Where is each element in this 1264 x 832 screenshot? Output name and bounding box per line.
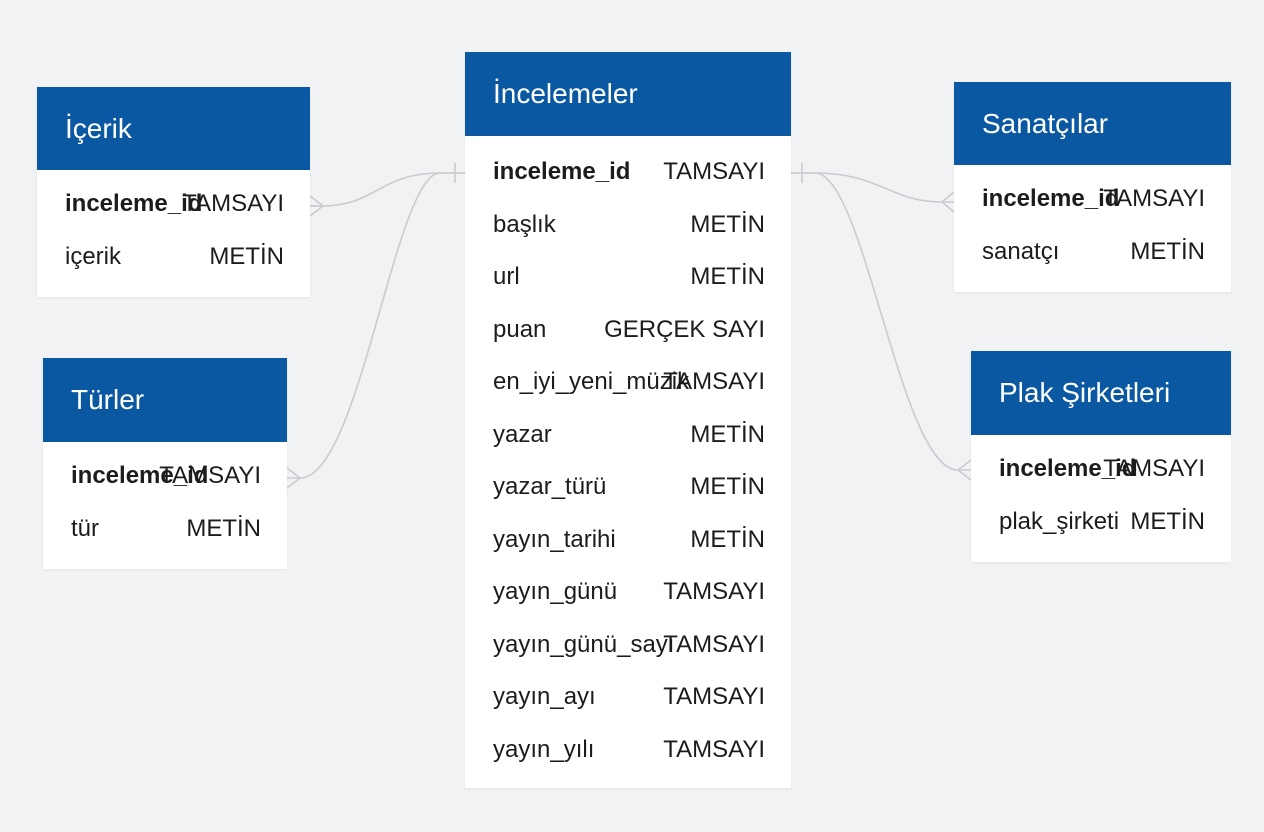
field-row: yazar METİN — [465, 409, 791, 462]
field-row: puan GERÇEK SAYI — [465, 304, 791, 357]
field-name: yayın_ayı — [493, 683, 596, 711]
field-type: GERÇEK SAYI — [604, 315, 765, 343]
entity-title: Plak Şirketleri — [971, 351, 1231, 435]
field-type: TAMSAYI — [663, 158, 765, 186]
field-name: en_iyi_yeni_müzik — [493, 368, 690, 396]
entity-title: Sanatçılar — [954, 82, 1231, 165]
field-type: METİN — [1130, 507, 1205, 535]
entity-title: Türler — [43, 358, 287, 442]
field-type: TAMSAYI — [663, 683, 765, 711]
field-type: METİN — [690, 210, 765, 238]
field-type: METİN — [690, 263, 765, 291]
field-type: METİN — [209, 242, 284, 270]
field-type: TAMSAYI — [1103, 185, 1205, 213]
field-name: puan — [493, 315, 547, 343]
field-type: TAMSAYI — [1103, 455, 1205, 483]
field-name: yazar_türü — [493, 473, 607, 501]
field-row: yayın_ayı TAMSAYI — [465, 671, 791, 724]
field-name: yayın_yılı — [493, 735, 595, 763]
entity-icerik[interactable]: İçerik inceleme_id TAMSAYI içerik METİN — [37, 87, 310, 297]
crowsfoot-sanatcilar — [941, 191, 955, 203]
field-name: tür — [71, 514, 100, 542]
entity-sanatcilar[interactable]: Sanatçılar inceleme_id TAMSAYI sanatçı M… — [954, 82, 1231, 292]
field-type: TAMSAYI — [663, 368, 765, 396]
field-row: başlık METİN — [465, 199, 791, 252]
field-name: inceleme_id — [65, 190, 203, 218]
field-row: inceleme_id TAMSAYI — [971, 443, 1231, 496]
entity-turler[interactable]: Türler inceleme_id TAMSAYI tür METİN — [43, 358, 287, 569]
field-name: url — [493, 263, 520, 291]
entity-incelemeler[interactable]: İncelemeler inceleme_id TAMSAYI başlık M… — [465, 52, 791, 788]
field-type: TAMSAYI — [663, 578, 765, 606]
crowsfoot-plak — [957, 459, 972, 471]
field-row: en_iyi_yeni_müzik TAMSAYI — [465, 356, 791, 409]
field-list: inceleme_id TAMSAYI başlık METİN url MET… — [465, 136, 791, 776]
crowsfoot-icerik — [309, 195, 324, 207]
field-name: yayın_günü — [493, 578, 618, 606]
field-row: sanatçı METİN — [954, 226, 1231, 279]
field-list: inceleme_id TAMSAYI plak_şirketi METİN — [971, 435, 1231, 548]
field-row: tür METİN — [43, 503, 287, 556]
connector-incelemeler-turler — [287, 172, 465, 479]
connector-incelemeler-plak — [791, 172, 971, 471]
field-name: inceleme_id — [999, 455, 1137, 483]
field-row: inceleme_id TAMSAYI — [954, 173, 1231, 226]
field-row: inceleme_id TAMSAYI — [465, 146, 791, 199]
field-name: sanatçı — [982, 237, 1060, 265]
field-name: içerik — [65, 242, 122, 270]
entity-title: İncelemeler — [465, 52, 791, 136]
field-name: inceleme_id — [982, 185, 1120, 213]
field-row: inceleme_id TAMSAYI — [37, 178, 310, 231]
field-type: TAMSAYI — [182, 190, 284, 218]
field-type: METİN — [690, 525, 765, 553]
connector-incelemeler-icerik — [310, 172, 465, 207]
field-name: inceleme_id — [493, 158, 631, 186]
field-name: yazar — [493, 420, 552, 448]
field-type: TAMSAYI — [663, 630, 765, 658]
field-name: başlık — [493, 210, 556, 238]
field-row: yayın_tarihi METİN — [465, 514, 791, 567]
field-type: METİN — [1130, 237, 1205, 265]
field-row: url METİN — [465, 251, 791, 304]
field-row: inceleme_id TAMSAYI — [43, 450, 287, 503]
field-name: yayın_günü_sayı — [493, 630, 675, 658]
field-type: METİN — [690, 420, 765, 448]
field-row: içerik METİN — [37, 231, 310, 284]
field-list: inceleme_id TAMSAYI sanatçı METİN — [954, 165, 1231, 278]
field-list: inceleme_id TAMSAYI içerik METİN — [37, 170, 310, 283]
field-row: yazar_türü METİN — [465, 461, 791, 514]
field-type: METİN — [690, 473, 765, 501]
entity-plak-sirketleri[interactable]: Plak Şirketleri inceleme_id TAMSAYI plak… — [971, 351, 1231, 562]
field-type: METİN — [186, 514, 261, 542]
field-type: TAMSAYI — [159, 462, 261, 490]
connector-incelemeler-sanatcilar — [791, 172, 954, 203]
field-row: yayın_günü_sayı TAMSAYI — [465, 619, 791, 672]
field-row: yayın_yılı TAMSAYI — [465, 724, 791, 777]
field-name: plak_şirketi — [999, 507, 1120, 535]
field-name: yayın_tarihi — [493, 525, 616, 553]
field-list: inceleme_id TAMSAYI tür METİN — [43, 442, 287, 555]
field-row: yayın_günü TAMSAYI — [465, 566, 791, 619]
field-row: plak_şirketi METİN — [971, 496, 1231, 549]
crowsfoot-turler — [286, 467, 301, 479]
field-type: TAMSAYI — [663, 735, 765, 763]
entity-title: İçerik — [37, 87, 310, 170]
field-name: inceleme_id — [71, 462, 209, 490]
